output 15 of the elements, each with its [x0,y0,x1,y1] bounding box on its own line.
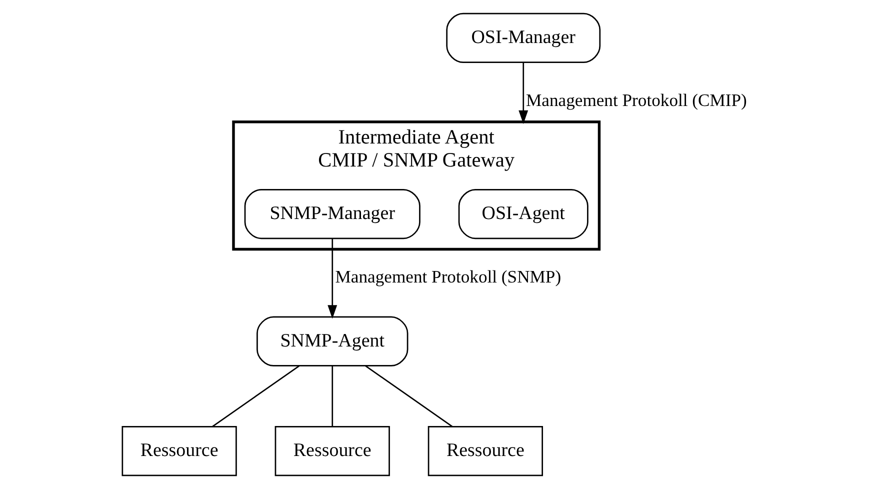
edge-label: Management Protokoll (SNMP) [334,266,561,286]
arrow [327,238,337,319]
node-box: Ressource [274,426,390,476]
node-box: Ressource [427,426,543,476]
node-box: OSI-Manager [446,12,600,63]
node-box: SNMP-Agent [256,316,408,366]
node-box: SNMP-Manager [244,188,420,240]
connector [364,365,452,428]
node-box: OSI-Agent [458,188,588,240]
connector [212,365,300,428]
node-box: Ressource [121,426,236,476]
arrow [518,62,528,124]
connector [331,366,333,427]
edge-label: Management Protokoll (CMIP) [526,90,746,110]
node-label: CMIP / SNMP Gateway [318,150,514,172]
